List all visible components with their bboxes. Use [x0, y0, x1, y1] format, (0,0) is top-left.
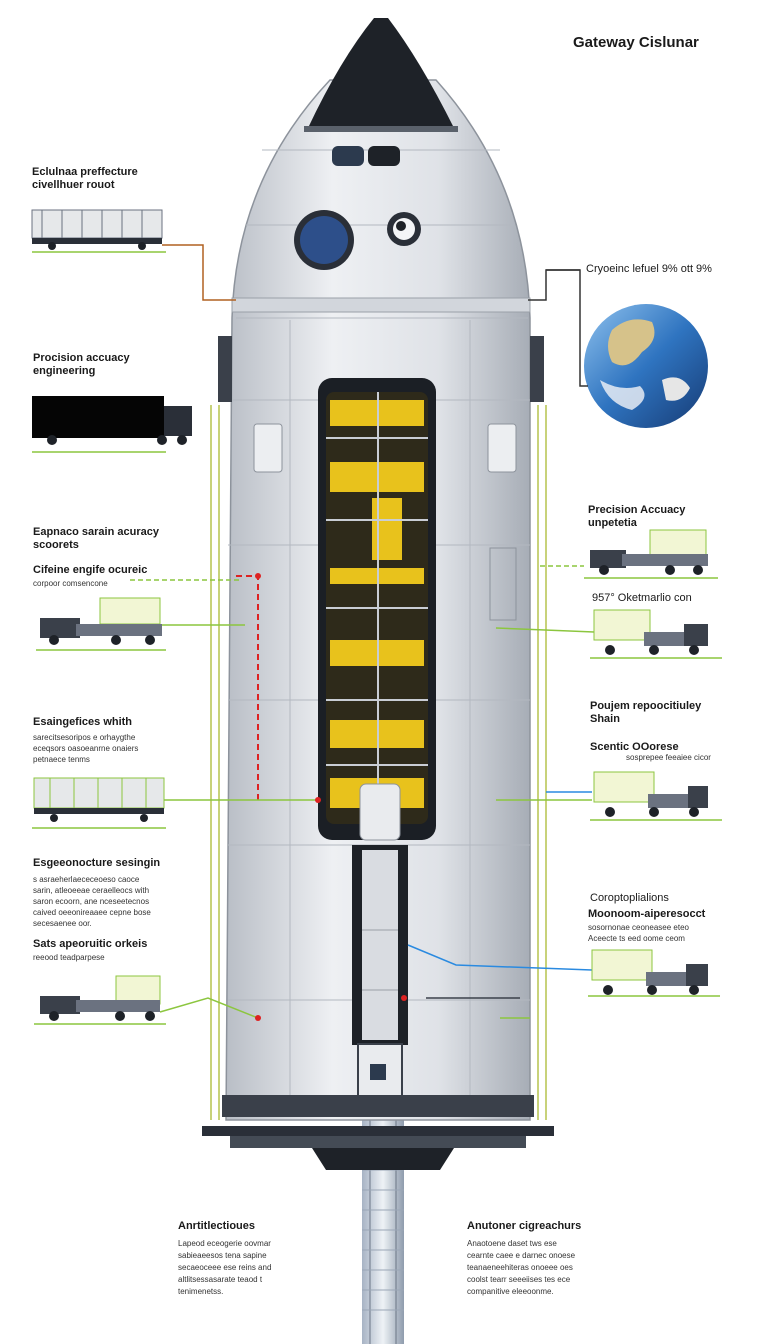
right-label-6: Coroptoplialions [590, 892, 669, 904]
truck-icon [40, 975, 161, 1021]
right-label-4: Poujem repoocitiuley Shain [590, 700, 702, 725]
truck-icon [33, 777, 165, 822]
left-label-7: Sats apeoruitic orkeis [33, 938, 148, 950]
truck-icon [591, 949, 708, 995]
left-sub-5: sarecitsesoripos e orhaygthe eceqsors oa… [33, 733, 139, 764]
left-label-5: Esaingefices whith [33, 716, 133, 728]
earth-globe [584, 304, 708, 428]
bottom-text-left: Lapeod eceogerie oovmar sabieaeesos tena… [178, 1239, 272, 1296]
bottom-heading-right: Anutoner cigreachurs [467, 1220, 582, 1232]
left-sub-6: s asraeherlaececeoeso caoce sarin, atleo… [33, 875, 151, 928]
bottom-text-right: Anaotoene daset tws ese cearnte caee e d… [467, 1239, 576, 1296]
right-sub-7: sosornonae ceoneasee eteo Aceecte ts eed… [588, 923, 689, 943]
bottom-heading-left: Anrtitlectioues [178, 1220, 256, 1232]
right-label-7: Moonoom-aiperesocct [588, 908, 706, 920]
callout-lines [130, 244, 595, 1019]
callout-dots [255, 573, 407, 1021]
truck-icon [40, 597, 162, 645]
left-label-3: Eapnaco sarain acuracy scoorets [33, 526, 159, 551]
rocket-base [202, 1095, 554, 1170]
truck-icon [32, 396, 192, 445]
interior-cutaway [318, 378, 436, 1101]
diagram-title: Gateway Cislunar [573, 34, 699, 51]
left-label-1: Eclulnaa preffecture civellhuer rouot [32, 166, 138, 191]
left-label-4: Cifeine engife ocureic [33, 564, 148, 576]
right-sub-5: sosprepee feeaiee cicor [626, 753, 711, 762]
right-label-5: Scentic OOorese [590, 741, 679, 753]
truck-icon [593, 771, 708, 817]
right-label-2: Precision Accuacy unpetetia [588, 504, 686, 529]
left-sub-7: reeood teadparpese [33, 953, 105, 962]
truck-icon [31, 209, 163, 250]
truck-icon [593, 609, 708, 655]
left-label-2: Procision accuacy engineering [33, 352, 130, 377]
truck-icon [590, 529, 708, 575]
left-sub-4: corpoor comsencone [33, 579, 108, 588]
right-label-1: Cryoeinc lefuel 9% ott 9% [586, 263, 712, 275]
scaffold-rails [210, 405, 547, 1120]
right-label-3: 957° Oketmarlio con [592, 592, 692, 604]
label-underlines [32, 251, 722, 1025]
left-label-6: Esgeeonocture sesingin [33, 857, 161, 869]
